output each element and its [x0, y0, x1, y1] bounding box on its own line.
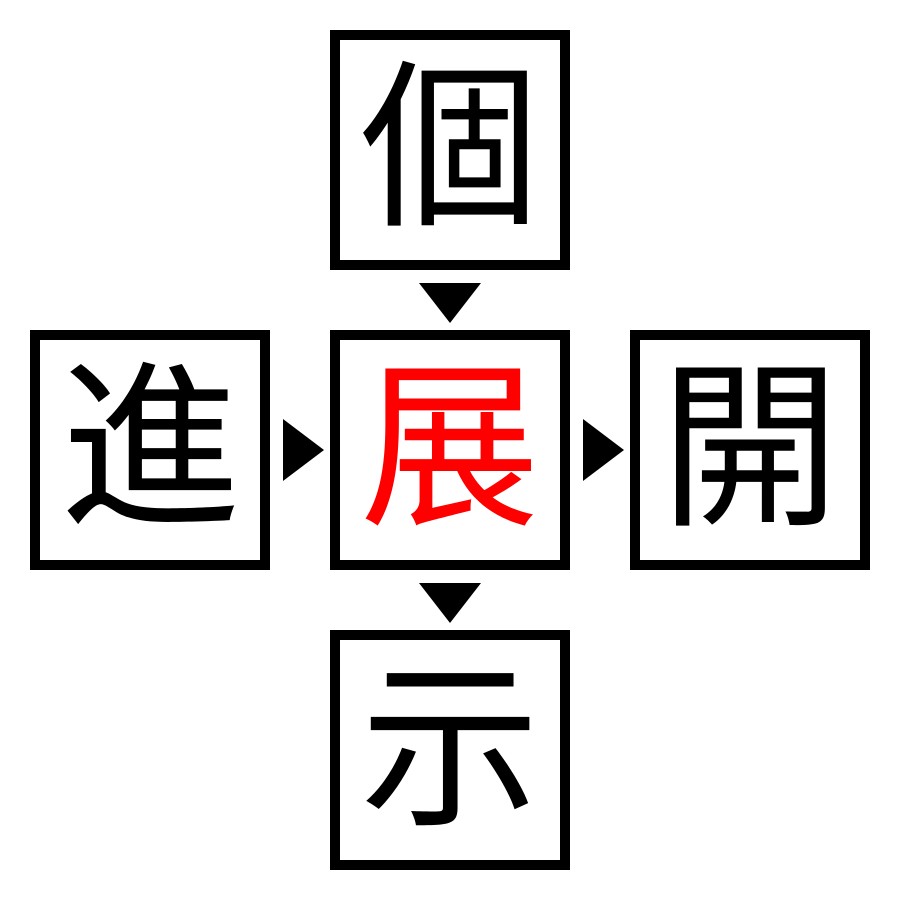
bottom-kanji-box: 示 — [330, 630, 570, 870]
left-kanji-box: 進 — [30, 330, 270, 570]
arrow-right-center-icon — [583, 419, 624, 481]
center-kanji: 展 — [359, 345, 540, 554]
right-kanji: 開 — [659, 345, 840, 554]
top-kanji: 個 — [359, 45, 540, 254]
arrow-down-bottom-icon — [419, 583, 481, 623]
top-kanji-box: 個 — [330, 30, 570, 270]
bottom-kanji: 示 — [359, 645, 540, 854]
arrow-right-left-icon — [283, 419, 324, 481]
left-kanji: 進 — [59, 345, 240, 554]
arrow-down-top-icon — [419, 283, 481, 323]
center-kanji-box: 展 — [330, 330, 570, 570]
right-kanji-box: 開 — [630, 330, 870, 570]
